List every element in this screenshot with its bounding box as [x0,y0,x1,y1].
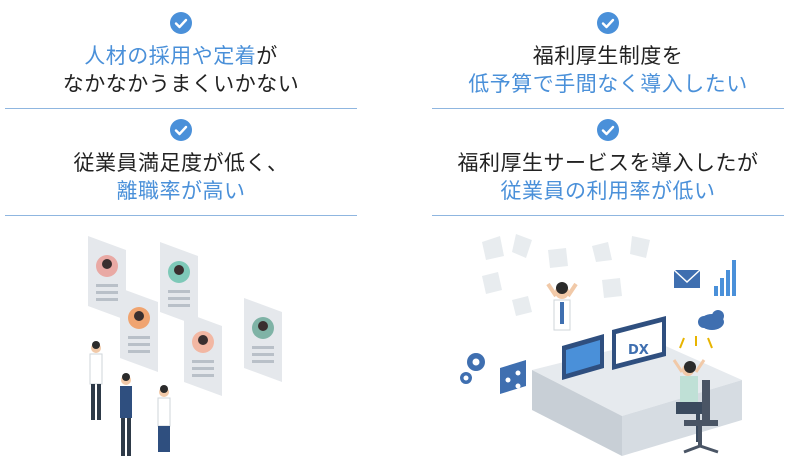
plain-text: が [256,44,278,68]
issue-low-usage: 福利厚生サービスを導入したが 従業員の利用率が低い [432,109,784,216]
issue-low-budget: 福利厚生制度を 低予算で手間なく導入したい [432,0,784,109]
divider [432,108,784,109]
divider [5,108,357,109]
office-illustration: DX [460,234,742,456]
issue-line-1: 従業員満足度が低く、 [73,151,289,175]
chair [683,380,719,454]
person [157,385,171,452]
profile-card [88,236,126,320]
profile-card [120,288,158,372]
divider [432,215,784,216]
check-circle-icon [597,12,619,34]
check-circle-icon [170,12,192,34]
person [89,341,103,420]
issue-turnover: 従業員満足度が低く、 離職率が高い [5,109,357,216]
flying-papers [482,234,650,316]
divider [5,215,357,216]
bar-chart-icon [714,260,736,296]
issue-line-2: 低予算で手間なく導入したい [468,72,748,96]
stressed-person [546,282,578,331]
issue-line-1: 人材の採用や定着が [5,42,357,70]
check-circle-icon [597,119,619,141]
issue-recruitment: 人材の採用や定着が なかなかうまくいかない [5,0,357,109]
monitor-label: DX [628,343,649,358]
check-circle-icon [170,119,192,141]
profile-card [160,242,198,326]
share-icon [500,360,526,394]
stress-marks [679,336,713,349]
monitor: DX [612,316,666,370]
person [120,373,132,456]
issue-line-2: 従業員の利用率が低い [500,179,716,203]
recruitment-illustration [88,236,282,456]
cloud-icon [698,310,724,330]
profile-card [184,312,222,396]
profile-card [244,298,282,382]
highlight-text: 人材の採用や定着 [84,44,257,68]
monitor [562,334,604,380]
issue-line-1: 福利厚生サービスを導入したが [457,151,759,175]
envelope-icon [673,269,701,288]
issue-line-1: 福利厚生制度を [532,44,684,68]
left-column: 人材の採用や定着が なかなかうまくいかない 従業員満足度が低く、 離職率が高い [5,0,357,216]
right-column: 福利厚生制度を 低予算で手間なく導入したい 福利厚生サービスを導入したが 従業員… [432,0,784,216]
gear-icon [460,353,485,384]
issue-line-2: なかなかうまくいかない [62,72,300,96]
issue-line-2: 離職率が高い [116,179,246,203]
